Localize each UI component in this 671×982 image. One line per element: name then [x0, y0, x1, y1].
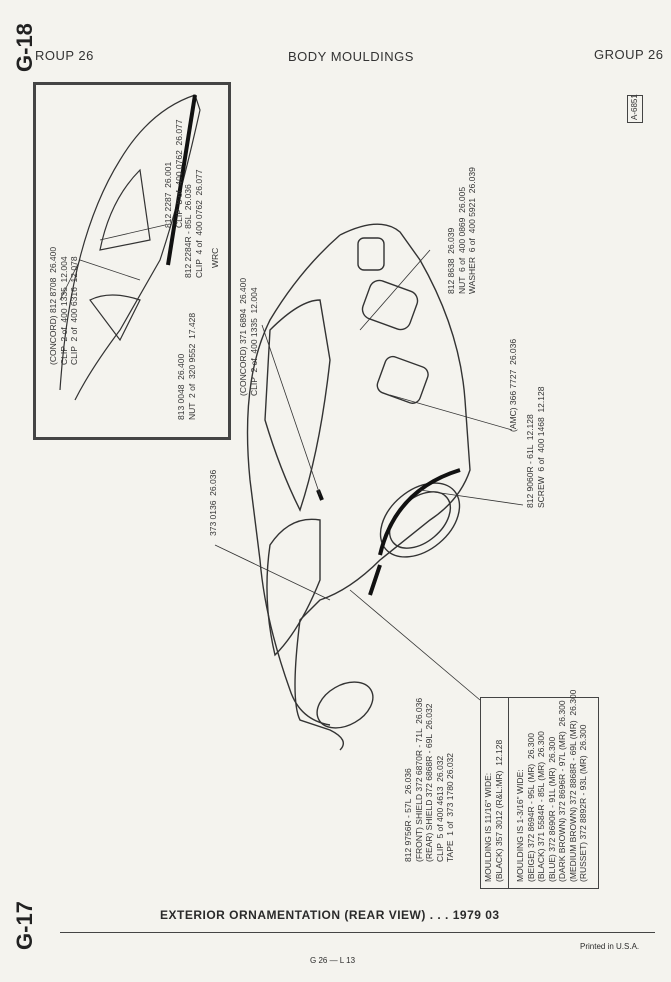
callout-amc: (AMC) 366 7727 26.036: [508, 339, 519, 432]
label-line: CLIP 2 of 400 1335 12.004: [248, 287, 259, 396]
footer-title: EXTERIOR ORNAMENTATION (REAR VIEW) . . .…: [160, 908, 500, 922]
label-line: (REAR) SHIELD 372 6868R - 69L 26.032: [424, 703, 434, 862]
label-line: (BLUE) 372 8690R - 91L (MR) 26.300: [546, 736, 557, 882]
label-line: 813 0048 26.400: [176, 353, 186, 420]
label-line: 812 9060R - 61L 12.128: [525, 414, 535, 508]
label-line: MOULDING IS 11/16" WIDE:: [483, 772, 493, 882]
label-line: (MEDIUM BROWN) 372 8868R - 69L (MR) 26.3…: [567, 689, 578, 882]
label-line: 373 0136 26.036: [208, 469, 218, 536]
label-line: (BLACK) 357 3012 (R&L:MR) 12.128: [493, 739, 504, 882]
inset-caption: WRC: [210, 247, 220, 268]
label-line: (BEIGE) 372 8694R - 95L (MR) 26.300: [525, 733, 536, 882]
label-line: NUT 6 of 400 0869 26.005: [456, 186, 467, 294]
label-line: (AMC) 366 7727 26.036: [508, 338, 518, 432]
group-label-right: GROUP 26: [594, 47, 664, 62]
label-line: WASHER 6 of 400 5921 26.039: [467, 167, 477, 294]
label-line: NUT 2 of 320 9552 17.428: [186, 312, 197, 420]
label-line: (DARK BROWN) 372 8696R - 97L (MR) 26.300: [557, 700, 567, 882]
label-line: 812 2287 26.001: [163, 161, 173, 228]
car-body-outline: [294, 223, 471, 751]
label-line: TAPE 1 of 373 1780 26.032: [445, 752, 455, 862]
reference-code-box: A-6851: [627, 94, 643, 123]
label-line: 812 8638 26.039: [446, 227, 456, 294]
label-line: SCREW 6 of 400 1468 12.128: [535, 386, 546, 508]
footer-rule: [60, 932, 655, 933]
printed-in: Printed in U.S.A.: [580, 942, 640, 951]
callout-373-0136: 373 0136 26.036: [208, 470, 219, 536]
group-label-left: ROUP 26: [35, 48, 94, 63]
label-line: 812 2284R - 85L 26.036: [183, 184, 193, 278]
label-line: CLIP 2 of 400 1335 12.004: [58, 256, 69, 365]
label-line: (RUSSET) 372 8892R - 93L (MR) 26.300: [578, 724, 588, 882]
label-line: CLIP 2 of 400 6316 12.078: [69, 256, 79, 365]
label-line: (CONCORD) 371 6894 26.400: [238, 277, 248, 396]
table-divider: [508, 698, 509, 888]
label-line: MOULDING IS 1-3/16" WIDE:: [515, 769, 525, 882]
footer-code: G 26 — L 13: [310, 956, 356, 965]
wrc-inset-panel: [33, 82, 231, 440]
label-line: (CONCORD) 812 8708 26.400: [48, 246, 58, 365]
moulding-wide: MOULDING IS 1-3/16" WIDE:(BEIGE) 372 869…: [515, 690, 589, 882]
page-title: BODY MOULDINGS: [288, 49, 414, 64]
label-line: CLIP 4 of 400 0762 26.077: [193, 169, 204, 278]
label-line: CLIP 5 of 400 4613 26.032: [434, 755, 445, 862]
moulding-table: [480, 697, 599, 889]
label-line: (FRONT) SHIELD 372 6870R - 71L 26.036: [413, 697, 424, 862]
label-line: 812 9756R - 57L 26.036: [403, 768, 413, 862]
callout-shield: 812 9756R - 57L 26.036(FRONT) SHIELD 372…: [403, 698, 456, 862]
page-number-bottom: G-17: [12, 901, 37, 950]
label-line: (BLACK) 371 5584R - 85L (MR) 26.300: [536, 731, 546, 882]
moulding-narrow: MOULDING IS 11/16" WIDE:(BLACK) 357 3012…: [483, 740, 504, 882]
